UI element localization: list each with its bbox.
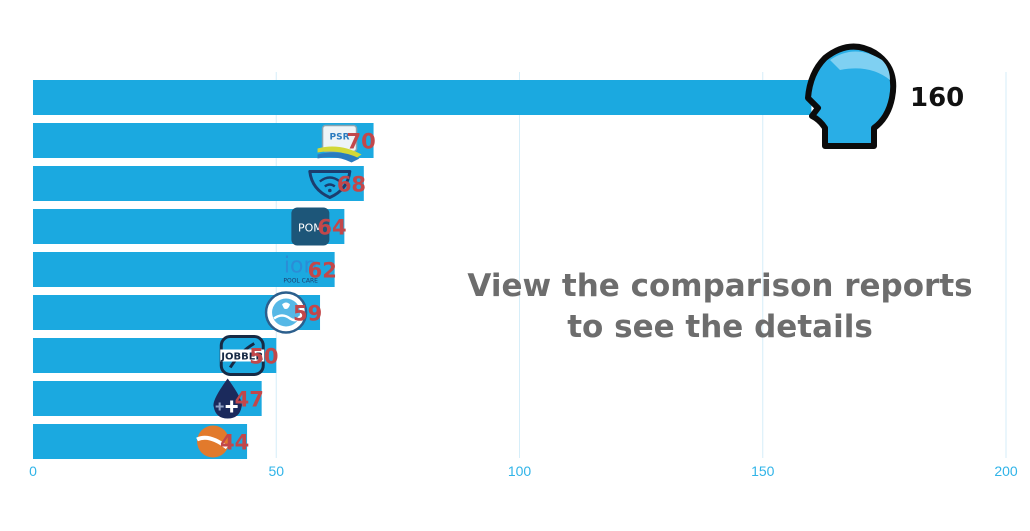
value-label: 160 bbox=[910, 83, 964, 113]
wifi-pool-icon bbox=[308, 170, 352, 199]
grid-lines bbox=[275, 72, 1007, 458]
water-drop-plus-icon bbox=[213, 378, 242, 419]
cta-line-1: View the comparison reports bbox=[467, 268, 972, 304]
x-tick-label: 200 bbox=[994, 463, 1018, 479]
head-profile-icon bbox=[805, 43, 897, 149]
psr-logo-icon: PSR bbox=[317, 124, 362, 163]
svg-text:PSR: PSR bbox=[330, 133, 350, 143]
value-label: 70 bbox=[347, 130, 376, 154]
value-label: 44 bbox=[220, 431, 249, 455]
value-label: 47 bbox=[235, 388, 264, 412]
x-axis-ticks: 0 50 100 150 200 bbox=[29, 463, 1018, 479]
value-label: 50 bbox=[249, 345, 278, 369]
bar bbox=[33, 123, 374, 158]
value-label: 59 bbox=[293, 302, 322, 326]
svg-text:POM: POM bbox=[298, 222, 323, 235]
x-tick-label: 50 bbox=[268, 463, 284, 479]
jobber-logo-icon: JOBBER bbox=[219, 335, 265, 376]
value-label: 64 bbox=[317, 216, 346, 240]
cta-line-2: to see the details bbox=[567, 309, 873, 345]
orange-circle-logo-icon bbox=[196, 425, 230, 458]
x-tick-label: 100 bbox=[508, 463, 532, 479]
water-circle-logo-icon bbox=[264, 291, 308, 334]
pom-logo-icon: POM bbox=[291, 207, 330, 246]
value-labels: 160 70 68 64 62 59 50 47 44 bbox=[220, 83, 964, 455]
x-tick-label: 0 bbox=[29, 463, 37, 479]
svg-text:POOL CARE: POOL CARE bbox=[283, 278, 318, 285]
bar bbox=[33, 80, 812, 115]
x-tick-label: 150 bbox=[751, 463, 775, 479]
svg-text:JOBBER: JOBBER bbox=[220, 352, 263, 363]
value-label: 68 bbox=[337, 173, 366, 197]
bar bbox=[33, 252, 335, 287]
svg-text:ion: ion bbox=[284, 254, 318, 279]
value-label: 62 bbox=[308, 259, 337, 283]
